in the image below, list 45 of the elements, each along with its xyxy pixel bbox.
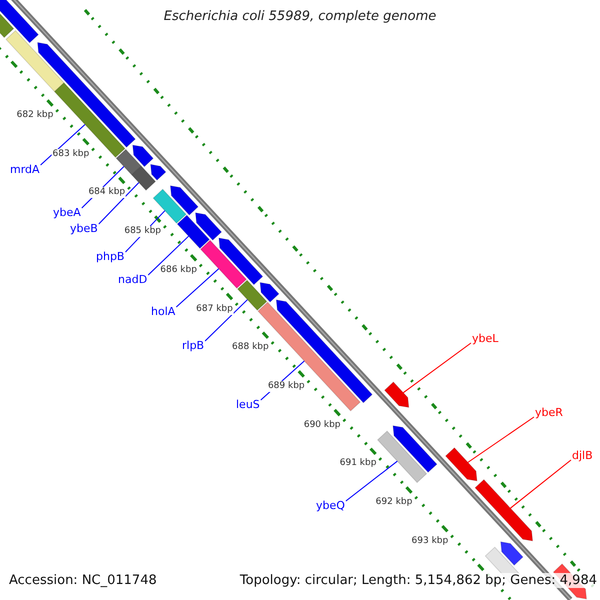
leader-line [98, 182, 140, 224]
gene-bar [200, 240, 247, 289]
gene-label: ybeB [70, 222, 98, 235]
gene-label: rlpB [182, 339, 204, 352]
gene-bar [131, 165, 156, 191]
gene-bar [176, 214, 210, 249]
scale-label: 690 kbp [302, 420, 342, 431]
gene-bar [152, 188, 187, 224]
leader-line [510, 460, 572, 509]
scale-label: 693 kbp [410, 536, 450, 547]
accession-text: Accession: NC_011748 [9, 573, 157, 588]
gene-label: phpB [96, 250, 124, 263]
scale-label: 686 kbp [159, 264, 198, 276]
gene-block [384, 381, 410, 408]
scale-label: 683 kbp [52, 148, 90, 160]
scale-label: 687 kbp [195, 304, 234, 314]
leader-line [40, 124, 86, 166]
gene-label: ybeR [535, 406, 563, 419]
gene-label: leuS [236, 398, 260, 411]
title: Escherichia coli 55989, complete genome [162, 9, 438, 24]
leader-line [402, 342, 472, 394]
gene-block [474, 479, 534, 542]
scale-label: 682 kbp [16, 110, 54, 121]
gene-label: mrdA [10, 163, 40, 176]
scale-label: 684 kbp [87, 187, 126, 198]
gene-block [445, 447, 478, 482]
leader-line [204, 299, 248, 342]
gene-label: ybeQ [316, 499, 345, 512]
gene-label: ybeA [53, 206, 81, 219]
gene-bar [237, 280, 268, 311]
leader-line [467, 416, 534, 463]
gene-label: nadD [118, 273, 148, 286]
gene-label: holA [151, 305, 176, 318]
scale-label: 691 kbp [338, 458, 378, 470]
scale-label: 685 kbp [123, 226, 162, 238]
scale-label: 692 kbp [374, 497, 414, 508]
gene-bar [54, 82, 126, 158]
gene-bar [377, 430, 428, 484]
leader-line [148, 236, 190, 276]
scale-label: 688 kbp [231, 342, 270, 354]
gene-label: ybeL [472, 332, 498, 345]
gene-bar [116, 148, 142, 176]
genome-info-text: Topology: circular; Length: 5,154,862 bp; Genes: 4,984 [240, 573, 597, 588]
scale-label: 689 kbp [266, 380, 306, 392]
gene-label: djlB [572, 449, 593, 462]
